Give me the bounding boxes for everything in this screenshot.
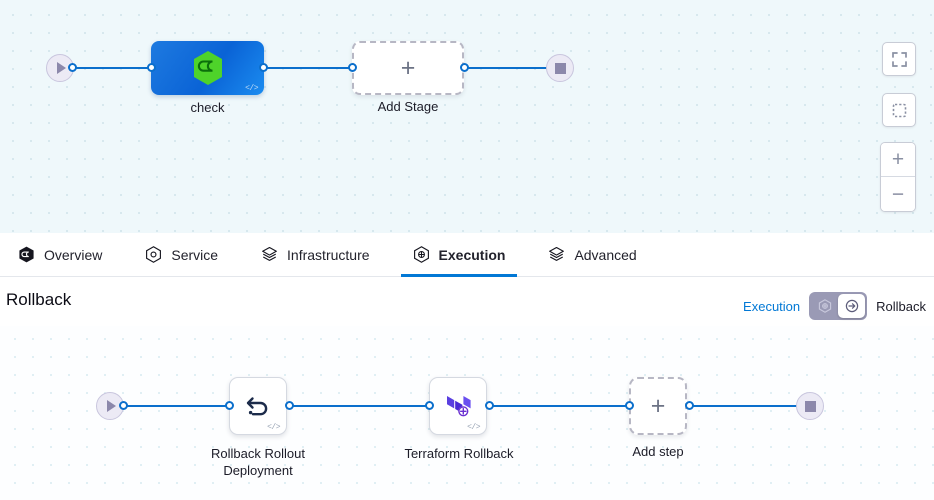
code-badge-terraform-rollback: </> (467, 423, 480, 432)
connector-dot-rb-start-out[interactable] (119, 401, 128, 410)
code-badge-rollback-rollout: </> (267, 423, 280, 432)
rollback-arrow-icon (845, 299, 858, 313)
minus-icon: − (891, 182, 905, 206)
dashed-square-icon (892, 103, 906, 117)
edge-terraform-to-addstep (488, 405, 634, 407)
connector-dot-check-out[interactable] (259, 63, 268, 72)
edge-check-to-addstage (262, 67, 356, 69)
harness-hexagon-icon (19, 246, 34, 263)
advanced-layers-icon (549, 246, 565, 261)
plus-icon: + (891, 148, 905, 171)
infrastructure-layers-icon (262, 246, 277, 261)
zoom-out-button[interactable]: − (881, 177, 915, 211)
tab-label: Advanced (574, 246, 637, 263)
stop-icon (554, 62, 566, 74)
toggle-switch[interactable] (809, 292, 868, 320)
connector-dot-check-in[interactable] (147, 63, 156, 72)
stage-config-tabs: Overview Service Infrastructure (0, 233, 934, 277)
edge-rollback-rollout-to-terraform (288, 405, 434, 407)
stage-label-check: check (190, 100, 225, 115)
zoom-to-selection-button[interactable] (882, 93, 916, 127)
plus-icon: + (400, 53, 416, 82)
rollback-end-node[interactable] (796, 392, 824, 420)
connector-dot-step1-in[interactable] (225, 401, 234, 410)
add-step-label: Add step (632, 444, 684, 459)
connector-dot-step2-in[interactable] (425, 401, 434, 410)
connector-dot-start-out[interactable] (68, 63, 77, 72)
tab-execution[interactable]: Execution (400, 233, 518, 277)
undo-arrow-icon (246, 397, 268, 416)
fit-to-screen-button[interactable] (882, 42, 916, 76)
plus-icon: + (650, 391, 666, 420)
step-node-rollback-rollout-deployment[interactable]: </> (229, 377, 287, 435)
stage-node-check[interactable]: </> (151, 41, 264, 95)
rollback-step-canvas[interactable]: </> Rollback Rollout Deployment </> Terr… (0, 326, 934, 500)
add-step-button[interactable]: + (629, 377, 687, 435)
toggle-segment-execution[interactable] (811, 294, 838, 318)
terraform-icon (447, 396, 471, 417)
code-badge-check: </> (245, 84, 258, 93)
rollback-header: Rollback Execution (0, 277, 934, 326)
tab-advanced[interactable]: Advanced (548, 233, 637, 277)
tab-label: Service (171, 246, 219, 263)
connector-dot-addstage-in[interactable] (348, 63, 357, 72)
zoom-in-button[interactable]: + (881, 143, 915, 177)
play-icon (107, 400, 116, 412)
tab-overview[interactable]: Overview (18, 233, 102, 277)
execution-icon (818, 299, 831, 313)
connector-dot-step1-out[interactable] (285, 401, 294, 410)
rollback-start-node[interactable] (96, 392, 124, 420)
connector-dot-addstage-out[interactable] (460, 63, 469, 72)
tab-label: Infrastructure (287, 246, 370, 263)
add-stage-button[interactable]: + (352, 41, 464, 95)
play-icon (57, 62, 66, 74)
tab-label: Execution (438, 246, 506, 263)
connector-dot-addstep-out[interactable] (685, 401, 694, 410)
harness-hexagon-icon (193, 51, 222, 85)
pipeline-stage-canvas[interactable]: </> check + Add Stage (0, 0, 934, 233)
add-stage-label: Add Stage (377, 99, 439, 114)
connector-dot-step2-out[interactable] (485, 401, 494, 410)
toggle-label-execution[interactable]: Execution (743, 298, 801, 314)
tab-service[interactable]: Service (145, 233, 218, 277)
connector-dot-addstep-in[interactable] (625, 401, 634, 410)
service-hexagon-icon (146, 246, 162, 263)
step-label-terraform-rollback: Terraform Rollback (404, 446, 514, 461)
expand-icon (891, 51, 907, 67)
toggle-label-rollback[interactable]: Rollback (876, 298, 926, 314)
tab-infrastructure[interactable]: Infrastructure (261, 233, 370, 277)
stop-icon (804, 400, 816, 412)
edge-addstep-to-end (686, 405, 806, 407)
pipeline-start-node[interactable] (46, 54, 74, 82)
tab-label: Overview (44, 246, 103, 263)
step-node-terraform-rollback[interactable]: </> (429, 377, 487, 435)
edge-addstage-to-end (461, 67, 563, 69)
step-label-rollback-rollout-deployment: Rollback Rollout Deployment (211, 446, 305, 478)
edge-start-to-rollback-rollout (122, 405, 232, 407)
execution-rollback-toggle[interactable]: Execution Rollback (743, 292, 926, 320)
rollback-title: Rollback (6, 290, 72, 309)
execution-hexagon-icon (413, 246, 429, 263)
pipeline-end-node[interactable] (546, 54, 574, 82)
edge-start-to-check (72, 67, 154, 69)
toggle-segment-rollback[interactable] (838, 294, 866, 318)
